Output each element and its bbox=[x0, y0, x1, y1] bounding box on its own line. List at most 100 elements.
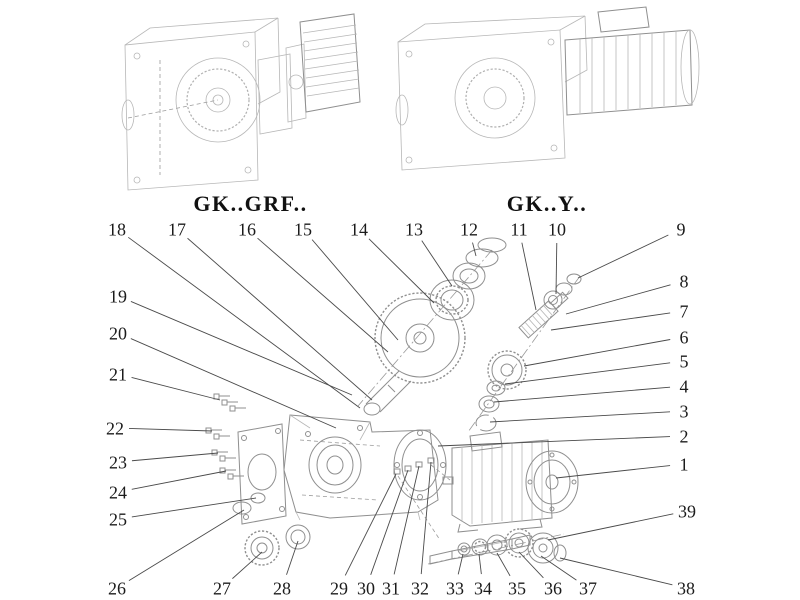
part-number-38: 38 bbox=[677, 579, 695, 599]
part-number-7: 7 bbox=[680, 302, 689, 322]
leader-line-9 bbox=[577, 234, 669, 279]
part-number-9: 9 bbox=[677, 220, 686, 240]
intermediate-gear-stack bbox=[475, 350, 527, 432]
part-number-33: 33 bbox=[446, 579, 464, 599]
part-number-16: 16 bbox=[238, 220, 256, 240]
leader-line-39 bbox=[547, 513, 674, 541]
part-number-10: 10 bbox=[548, 220, 566, 240]
part-number-26: 26 bbox=[108, 579, 126, 599]
part-number-39: 39 bbox=[678, 502, 696, 522]
leader-line-8 bbox=[565, 284, 671, 315]
part-number-3: 3 bbox=[680, 402, 689, 422]
leader-line-1 bbox=[555, 465, 671, 479]
leader-line-10 bbox=[555, 242, 558, 295]
leader-line-13 bbox=[421, 240, 453, 287]
leader-line-28 bbox=[286, 540, 299, 575]
title-gk-y: GK..Y.. bbox=[506, 191, 588, 216]
part-number-25: 25 bbox=[109, 510, 127, 530]
leader-line-12 bbox=[472, 242, 477, 257]
part-number-32: 32 bbox=[411, 579, 429, 599]
leader-line-37 bbox=[540, 555, 577, 581]
input-pinion-shaft bbox=[518, 273, 582, 339]
output-bearing-stack bbox=[429, 237, 507, 321]
part-number-13: 13 bbox=[405, 220, 423, 240]
leader-line-29 bbox=[344, 473, 397, 576]
leader-line-36 bbox=[518, 551, 544, 579]
gearbox-assembled-view-y bbox=[395, 6, 700, 171]
part-number-19: 19 bbox=[109, 287, 127, 307]
part-number-1: 1 bbox=[680, 455, 689, 475]
leader-line-23 bbox=[131, 452, 219, 462]
output-axis-line bbox=[357, 249, 493, 407]
leader-line-3 bbox=[489, 411, 671, 423]
flange-washer bbox=[250, 492, 266, 504]
part-number-12: 12 bbox=[460, 220, 478, 240]
output-cover-bearing bbox=[232, 501, 311, 566]
output-gear bbox=[363, 292, 466, 416]
leader-line-14 bbox=[368, 238, 435, 304]
input-flange-plate bbox=[237, 423, 287, 525]
part-number-6: 6 bbox=[680, 328, 689, 348]
leader-line-7 bbox=[550, 312, 671, 331]
motor-exploded bbox=[442, 431, 579, 533]
part-number-31: 31 bbox=[382, 579, 400, 599]
shaft-keyway bbox=[387, 384, 396, 393]
part-number-8: 8 bbox=[680, 272, 689, 292]
leader-line-20 bbox=[130, 338, 337, 429]
flange-bolts bbox=[205, 393, 246, 480]
part-number-30: 30 bbox=[357, 579, 375, 599]
part-number-37: 37 bbox=[579, 579, 597, 599]
output-shaft-kit bbox=[429, 528, 567, 565]
motor-shaft-stub bbox=[442, 476, 454, 485]
leader-line-32 bbox=[420, 461, 432, 575]
gearbox-assembled-view-grf bbox=[121, 13, 361, 191]
leader-line-6 bbox=[523, 339, 671, 367]
part-number-2: 2 bbox=[680, 427, 689, 447]
leader-line-4 bbox=[493, 386, 671, 403]
part-number-24: 24 bbox=[109, 483, 127, 503]
part-number-15: 15 bbox=[294, 220, 312, 240]
motor-assembled bbox=[564, 6, 700, 116]
leader-line-17 bbox=[187, 237, 373, 401]
leader-line-5 bbox=[504, 362, 671, 385]
part-number-11: 11 bbox=[510, 220, 527, 240]
input-axis-line bbox=[467, 275, 581, 433]
leader-line-22 bbox=[128, 427, 213, 432]
part-number-21: 21 bbox=[109, 365, 127, 385]
part-number-4: 4 bbox=[680, 377, 689, 397]
part-number-23: 23 bbox=[109, 453, 127, 473]
leader-line-21 bbox=[131, 377, 221, 401]
leader-line-34 bbox=[478, 553, 482, 575]
leader-line-16 bbox=[257, 237, 389, 353]
leader-line-11 bbox=[521, 242, 537, 311]
leader-line-38 bbox=[559, 557, 673, 586]
leader-line-31 bbox=[393, 465, 420, 575]
shaft-keyway-line bbox=[457, 541, 505, 552]
leader-line-2 bbox=[437, 436, 671, 447]
part-number-29: 29 bbox=[330, 579, 348, 599]
part-number-35: 35 bbox=[508, 579, 526, 599]
part-number-14: 14 bbox=[350, 220, 368, 240]
part-number-28: 28 bbox=[273, 579, 291, 599]
leader-line-24 bbox=[131, 470, 227, 490]
part-number-34: 34 bbox=[474, 579, 492, 599]
part-number-27: 27 bbox=[213, 579, 231, 599]
leader-line-19 bbox=[130, 301, 353, 396]
gear-housing bbox=[283, 414, 447, 521]
exploded-assembly bbox=[205, 237, 582, 566]
part-number-5: 5 bbox=[680, 352, 689, 372]
part-number-18: 18 bbox=[108, 220, 126, 240]
leader-line-35 bbox=[496, 552, 511, 577]
leader-lines bbox=[128, 234, 674, 586]
grf-ribbed-cover bbox=[299, 13, 361, 113]
leader-line-33 bbox=[457, 553, 464, 575]
leader-line-15 bbox=[311, 239, 399, 341]
leader-line-30 bbox=[370, 469, 409, 575]
leader-line-25 bbox=[131, 497, 257, 518]
leader-line-27 bbox=[232, 551, 263, 579]
leader-line-26 bbox=[128, 509, 245, 582]
title-gk-grf: GK..GRF.. bbox=[193, 191, 308, 216]
